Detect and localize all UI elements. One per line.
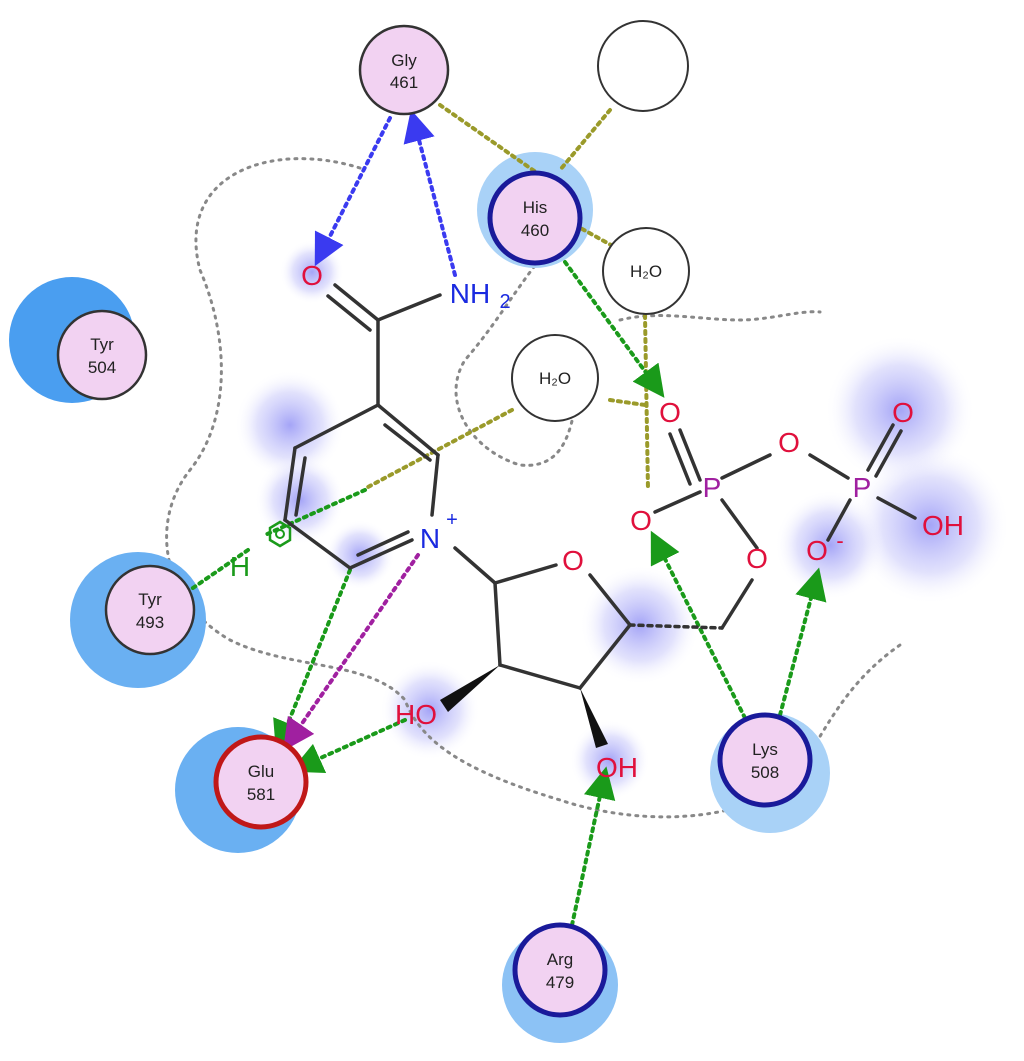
hydroxyl-left: HO xyxy=(395,699,437,730)
ring-nitrogen-charge: + xyxy=(446,509,458,531)
exposure-glows xyxy=(235,240,1010,800)
residue-lys508: Lys 508 xyxy=(717,712,813,808)
ring-nitrogen: N xyxy=(420,523,440,554)
svg-text:H₂O: H₂O xyxy=(539,369,571,388)
residue-tyr493: Tyr 493 xyxy=(104,564,196,656)
svg-text:460: 460 xyxy=(521,221,549,240)
svg-text:461: 461 xyxy=(390,73,418,92)
interaction-lines xyxy=(188,103,827,927)
residue-glu581: Glu 581 xyxy=(213,734,309,830)
hydroxyl-bottom: OH xyxy=(596,752,638,783)
residue-arg479: Arg 479 xyxy=(512,922,608,1018)
residue-tyr504: Tyr 504 xyxy=(56,309,148,401)
o5-oxygen: O xyxy=(746,543,768,574)
amide-subscript: 2 xyxy=(499,291,510,313)
pi-hydrogen: H xyxy=(230,551,250,582)
svg-text:H₂O: H₂O xyxy=(630,262,662,281)
svg-text:His: His xyxy=(523,198,548,217)
bridge-oxygen: O xyxy=(778,427,800,458)
phosphate2-oxyanion: O xyxy=(806,535,828,566)
atom-labels: O NH 2 N + O HO OH O O P O P O OH O - O … xyxy=(230,260,964,783)
aromatic-ring-icon xyxy=(268,520,292,548)
svg-text:Glu: Glu xyxy=(248,762,274,781)
water-2: H₂O xyxy=(511,334,599,422)
phosphate-oxygen-top: O xyxy=(659,397,681,428)
phosphorus-1: P xyxy=(703,472,722,503)
phosphorus-2: P xyxy=(853,472,872,503)
phosphate-oxygen-left: O xyxy=(630,505,652,536)
residue-his460: His 460 xyxy=(487,170,583,266)
phosphate2-hydroxyl: OH xyxy=(922,510,964,541)
svg-text:Tyr: Tyr xyxy=(90,335,114,354)
svg-text:Arg: Arg xyxy=(547,950,573,969)
amide-nitrogen: NH xyxy=(450,278,490,309)
phosphate2-charge: - xyxy=(836,528,843,553)
carbonyl-oxygen: O xyxy=(301,260,323,291)
empty-residue-circle xyxy=(597,20,689,112)
ribose-oxygen: O xyxy=(562,545,584,576)
svg-text:493: 493 xyxy=(136,613,164,632)
water-1: H₂O xyxy=(602,227,690,315)
ligand-bonds xyxy=(283,283,917,690)
svg-text:581: 581 xyxy=(247,785,275,804)
phosphate2-oxygen-top: O xyxy=(892,397,914,428)
svg-text:Gly: Gly xyxy=(391,51,417,70)
svg-text:504: 504 xyxy=(88,358,116,377)
svg-text:Lys: Lys xyxy=(752,740,778,759)
svg-text:Tyr: Tyr xyxy=(138,590,162,609)
residue-gly461: Gly 461 xyxy=(358,24,450,116)
svg-text:508: 508 xyxy=(751,763,779,782)
svg-text:479: 479 xyxy=(546,973,574,992)
wedge-bonds xyxy=(440,665,608,748)
